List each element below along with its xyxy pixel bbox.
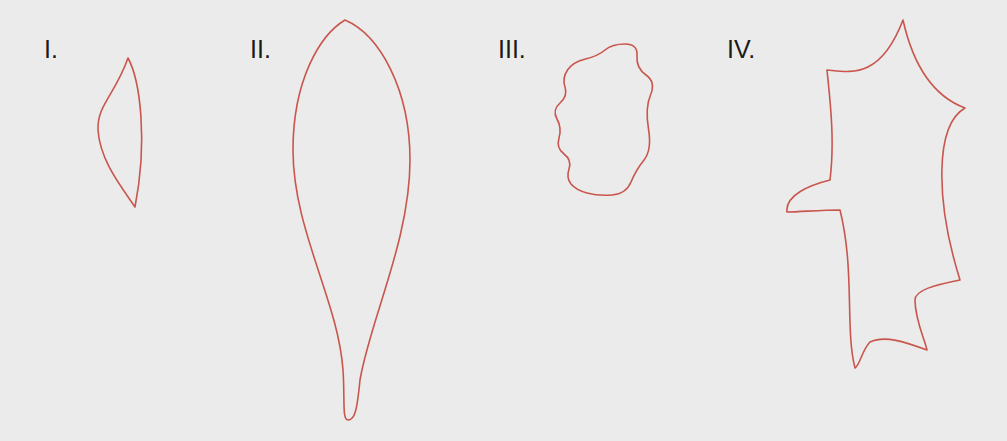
figure-label: II. [250, 37, 271, 62]
shape-outline-three [555, 44, 652, 195]
figure-label: III. [498, 37, 526, 62]
figure-label: I. [44, 37, 58, 62]
figure-label: IV. [727, 37, 755, 62]
shape-outline-two [293, 20, 410, 420]
shape-outline-four [787, 20, 965, 368]
shape-outline-one [98, 58, 142, 207]
